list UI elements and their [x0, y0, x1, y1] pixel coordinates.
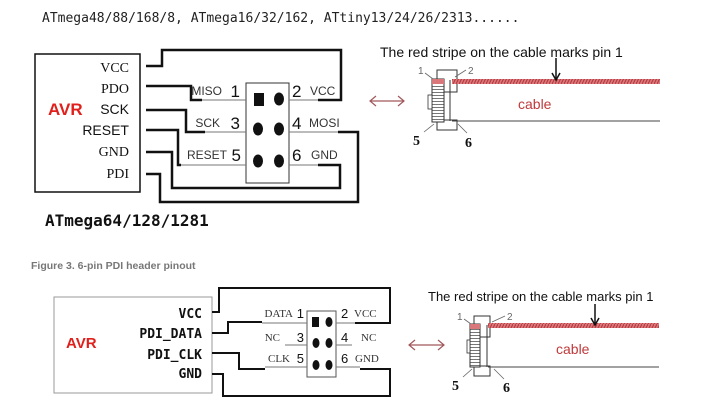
connector-body: [431, 78, 445, 123]
pdi-name-vcc: VCC: [354, 308, 377, 320]
chip-pin-reset: RESET: [82, 122, 129, 138]
cable2-pin-1: 1: [457, 312, 463, 323]
hdr-name-reset: RESET: [187, 148, 228, 162]
figure-caption: Figure 3. 6-pin PDI header pinout: [31, 260, 196, 272]
pdi-pin-3: [312, 338, 320, 348]
chip-pin-gnd: GND: [99, 145, 129, 160]
pdi-pin-5: [312, 360, 320, 370]
hdr-num-1: 1: [231, 82, 240, 101]
hdr-num-6: 6: [292, 146, 301, 165]
chip-pin-pdi: PDI: [106, 167, 129, 182]
device-list-title: ATmega48/88/168/8, ATmega16/32/162, ATti…: [42, 11, 519, 26]
avr-label: AVR: [48, 100, 83, 119]
chip2-pin-vcc: VCC: [179, 307, 202, 322]
pdi-wires: [212, 287, 391, 397]
pdi-pin-2: [325, 317, 333, 327]
hdr-num-4: 4: [292, 114, 301, 133]
cable-pin-2: 2: [468, 66, 474, 77]
pdi-num-4: 4: [341, 330, 348, 345]
avr-label-2: AVR: [66, 335, 97, 352]
pdi-diagram: AVR VCC PDI_DATA PDI_CLK GND DATA 1 2 VC…: [53, 287, 391, 397]
chip-pin-pdo: PDO: [101, 82, 129, 97]
pdi-name-gnd: GND: [355, 353, 379, 365]
pdi-pin-6: [325, 360, 333, 370]
cable2-pin-2: 2: [507, 312, 513, 323]
isp-diagram: AVR VCC PDO SCK RESET GND PDI MISO 1 2 V…: [34, 48, 360, 230]
cable2-pin-5: 5: [452, 379, 459, 394]
chip2-pin-gnd: GND: [179, 367, 203, 382]
hdr-name-mosi: MOSI: [309, 116, 340, 130]
pdi-num-3: 3: [297, 330, 304, 345]
cable-pin-5: 5: [413, 134, 420, 149]
hdr-name-gnd: GND: [311, 148, 338, 162]
pin1-marker: [432, 79, 444, 84]
cable-diagram-2: The red stripe on the cable marks pin 1 …: [408, 289, 659, 396]
isp-caption: ATmega64/128/1281: [45, 211, 209, 230]
cable-label-2: cable: [556, 341, 590, 357]
isp-wires: [146, 48, 360, 204]
double-arrow-icon-2: [408, 339, 445, 351]
pdi-name-nc-4: NC: [361, 332, 376, 344]
pdi-pin-4: [325, 338, 333, 348]
pdi-name-clk: CLK: [268, 353, 290, 365]
avr-chip-box-2: [53, 296, 213, 394]
header-pin-5: [253, 154, 263, 168]
pdi-num-6: 6: [341, 351, 348, 366]
cable2-pin-6: 6: [503, 381, 510, 396]
chip2-pin-pdi-data: PDI_DATA: [139, 327, 202, 342]
chip-pin-sck: SCK: [100, 101, 129, 117]
pdi-num-2: 2: [341, 306, 348, 321]
hdr-num-2: 2: [292, 82, 301, 101]
hdr-num-5: 5: [232, 146, 241, 165]
arrow-down-icon-2: [590, 304, 600, 327]
connector2-bottom-cap: [473, 365, 491, 377]
connector-key: [427, 94, 433, 110]
cable-pin-1: 1: [418, 66, 424, 77]
connector-bottom-cap: [436, 119, 458, 131]
connector2-key: [466, 339, 471, 354]
chip2-pin-pdi-clk: PDI_CLK: [147, 348, 202, 363]
double-arrow-icon: [369, 95, 405, 107]
hdr-num-3: 3: [231, 114, 240, 133]
header-pin-6: [274, 154, 284, 168]
pin1-marker-2: [470, 324, 480, 329]
pdi-name-data: DATA: [265, 308, 294, 320]
connector2-body: [469, 323, 481, 368]
hdr-name-miso: MISO: [191, 84, 222, 98]
header-pin-3: [253, 122, 263, 136]
header-pin-2: [274, 92, 284, 106]
avr-chip-box: [34, 53, 141, 193]
arrow-down-icon: [551, 58, 561, 82]
red-stripe-2: [488, 323, 659, 328]
hdr-name-sck: SCK: [195, 116, 220, 130]
pdi-pin-1-square: [312, 317, 319, 327]
cable-label: cable: [518, 96, 552, 112]
pdi-num-5: 5: [297, 351, 304, 366]
header-pin-4: [274, 122, 284, 136]
cable-diagram-1: The red stripe on the cable marks pin 1 …: [369, 44, 660, 151]
header-pin-1-square: [254, 93, 264, 106]
hdr-name-vcc: VCC: [310, 84, 336, 98]
cable-note: The red stripe on the cable marks pin 1: [380, 44, 623, 60]
cable-pin-6: 6: [465, 136, 472, 151]
cable-note-2: The red stripe on the cable marks pin 1: [428, 289, 653, 304]
pdi-num-1: 1: [297, 306, 304, 321]
pdi-name-nc-3: NC: [265, 332, 280, 344]
chip-pin-vcc: VCC: [100, 61, 129, 76]
